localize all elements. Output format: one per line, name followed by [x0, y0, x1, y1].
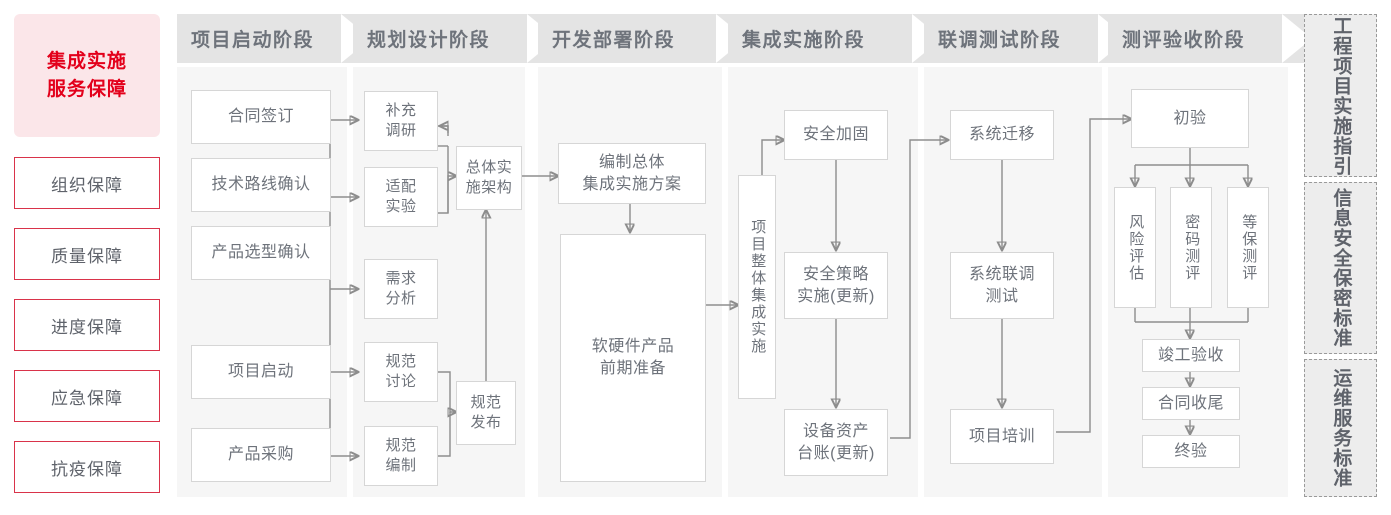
node-draft-overall-integration-plan[interactable]: 编制总体 集成实施方案: [558, 143, 706, 204]
node-label: 软硬件产品 前期准备: [591, 338, 675, 377]
node-hw-sw-preparation[interactable]: 软硬件产品 前期准备: [560, 234, 706, 482]
right-panel-ops-service-standard[interactable]: 运维服务标准: [1304, 359, 1377, 497]
node-product-selection-confirm[interactable]: 产品选型确认: [191, 226, 331, 280]
node-label: 规范 讨论: [385, 352, 417, 390]
left-sidebar-title-line1: 集成实施: [46, 50, 127, 72]
right-panel-label: 运维服务标准: [1330, 368, 1352, 488]
node-spec-drafting[interactable]: 规范 编制: [364, 426, 438, 486]
node-label: 密码测评: [1183, 213, 1201, 282]
sidebar-item-label: 质量保障: [51, 246, 123, 266]
sidebar-item-schedule[interactable]: 进度保障: [14, 299, 160, 351]
node-label: 产品采购: [227, 446, 294, 464]
sidebar-item-label: 进度保障: [51, 317, 123, 337]
sidebar-item-epidemic[interactable]: 抗疫保障: [14, 441, 160, 493]
sidebar-item-label: 抗疫保障: [51, 459, 123, 479]
right-panel-label: 信息安全保密标准: [1330, 188, 1352, 348]
node-label: 适配 实验: [385, 177, 417, 215]
phase-header-label: 联调测试阶段: [938, 30, 1062, 51]
node-label: 系统迁移: [968, 126, 1035, 144]
left-sidebar-title: 集成实施 服务保障: [14, 14, 160, 137]
node-label: 项目整体集成实施: [749, 219, 767, 355]
node-label: 安全策略 实施(更新): [797, 265, 875, 305]
node-label: 等保测评: [1240, 213, 1258, 282]
sidebar-item-emergency[interactable]: 应急保障: [14, 370, 160, 422]
left-sidebar-title-line2: 服务保障: [46, 78, 127, 100]
node-risk-assessment[interactable]: 风险评估: [1114, 187, 1156, 308]
phase-header-3[interactable]: 开发部署阶段: [538, 14, 738, 63]
phase-header-5[interactable]: 联调测试阶段: [924, 14, 1120, 63]
right-panel-infosec-standard[interactable]: 信息安全保密标准: [1304, 182, 1377, 354]
node-system-migration[interactable]: 系统迁移: [950, 110, 1054, 160]
phase-header-label: 集成实施阶段: [742, 30, 866, 51]
node-project-kickoff[interactable]: 项目启动: [191, 345, 331, 399]
node-completion-acceptance[interactable]: 竣工验收: [1142, 339, 1240, 372]
phase-header-label: 规划设计阶段: [367, 30, 491, 51]
node-security-hardening[interactable]: 安全加固: [784, 110, 888, 160]
node-product-procurement[interactable]: 产品采购: [191, 428, 331, 482]
node-preliminary-acceptance[interactable]: 初验: [1131, 89, 1249, 148]
node-label: 初验: [1173, 109, 1207, 127]
node-adaptation-experiment[interactable]: 适配 实验: [364, 167, 438, 227]
phase-header-6[interactable]: 测评验收阶段: [1108, 14, 1304, 63]
node-label: 终验: [1174, 442, 1208, 460]
node-cryptography-evaluation[interactable]: 密码测评: [1170, 187, 1212, 308]
node-label: 竣工验收: [1157, 346, 1224, 364]
phase-header-4[interactable]: 集成实施阶段: [728, 14, 934, 63]
node-spec-discussion[interactable]: 规范 讨论: [364, 342, 438, 402]
node-project-training[interactable]: 项目培训: [950, 409, 1054, 464]
node-system-joint-debug-test[interactable]: 系统联调 测试: [950, 252, 1054, 319]
phase-header-label: 开发部署阶段: [552, 30, 676, 51]
node-label: 补充 调研: [385, 101, 417, 139]
phase-header-1[interactable]: 项目启动阶段: [177, 14, 367, 63]
right-panel-engineering-guideline[interactable]: 工程项目实施指引: [1304, 14, 1377, 177]
node-label: 系统联调 测试: [968, 265, 1035, 305]
node-label: 编制总体 集成实施方案: [582, 153, 682, 193]
node-label: 合同签订: [227, 108, 294, 126]
node-overall-implementation-architecture[interactable]: 总体实 施架构: [456, 146, 522, 210]
node-label: 设备资产 台账(更新): [797, 422, 875, 462]
node-label: 项目培训: [968, 427, 1035, 445]
node-supplementary-research[interactable]: 补充 调研: [364, 91, 438, 151]
node-classified-protection-evaluation[interactable]: 等保测评: [1227, 187, 1269, 308]
node-contract-closure[interactable]: 合同收尾: [1142, 387, 1240, 420]
right-panel-label: 工程项目实施指引: [1330, 15, 1352, 176]
node-overall-project-integration[interactable]: 项目整体集成实施: [738, 175, 776, 399]
sidebar-item-label: 应急保障: [51, 388, 123, 408]
phase-header-label: 项目启动阶段: [191, 30, 315, 51]
node-label: 规范 发布: [470, 393, 502, 431]
node-spec-release[interactable]: 规范 发布: [456, 381, 516, 445]
node-contract-signing[interactable]: 合同签订: [191, 90, 331, 144]
node-requirement-analysis[interactable]: 需求 分析: [364, 259, 438, 319]
node-label: 规范 编制: [385, 436, 417, 474]
node-label: 总体实 施架构: [465, 158, 513, 196]
sidebar-item-quality[interactable]: 质量保障: [14, 228, 160, 280]
node-label: 风险评估: [1127, 213, 1145, 282]
node-label: 合同收尾: [1157, 394, 1224, 412]
node-final-acceptance[interactable]: 终验: [1142, 435, 1240, 468]
node-tech-route-confirm[interactable]: 技术路线确认: [191, 158, 331, 212]
sidebar-item-organization[interactable]: 组织保障: [14, 157, 160, 209]
phase-header-label: 测评验收阶段: [1122, 30, 1246, 51]
node-label: 需求 分析: [385, 269, 417, 307]
node-label: 项目启动: [227, 363, 294, 381]
phase-header-2[interactable]: 规划设计阶段: [353, 14, 545, 63]
node-security-policy-implementation[interactable]: 安全策略 实施(更新): [784, 252, 888, 319]
node-label: 产品选型确认: [211, 244, 311, 262]
node-label: 安全加固: [802, 126, 869, 144]
node-label: 技术路线确认: [211, 176, 311, 194]
sidebar-item-label: 组织保障: [51, 175, 123, 195]
node-equipment-asset-ledger[interactable]: 设备资产 台账(更新): [784, 409, 888, 476]
